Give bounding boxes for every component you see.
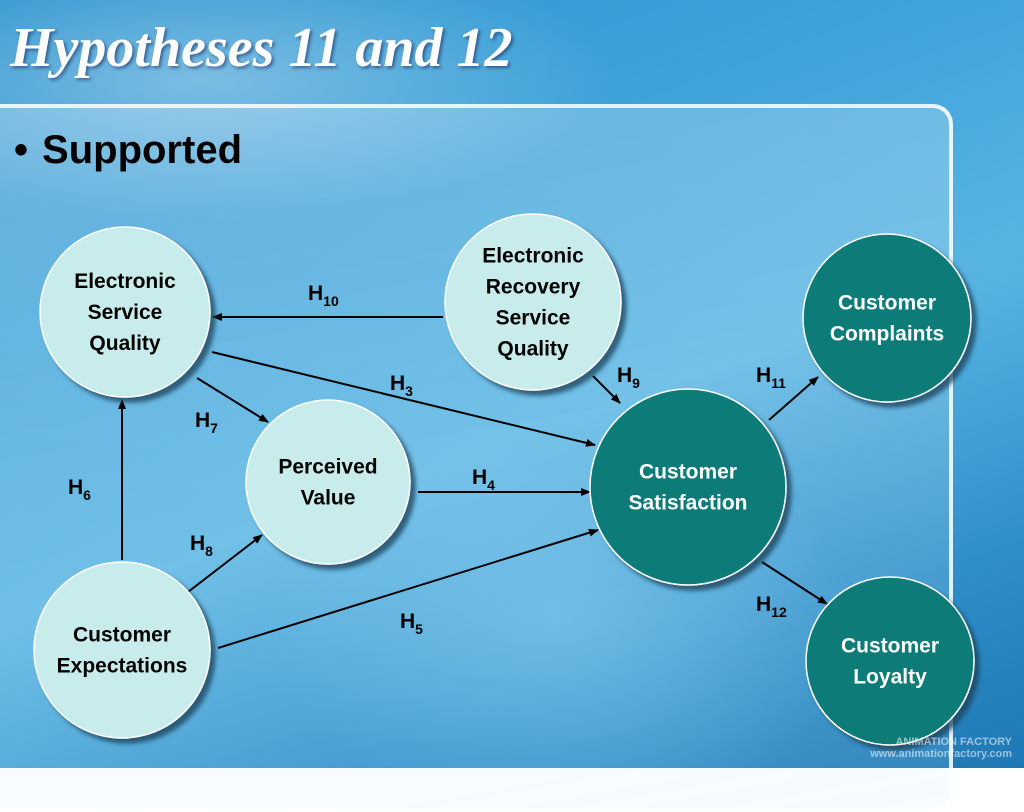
edges-layer — [118, 313, 828, 649]
hypothesis-number: 9 — [632, 375, 640, 391]
node-circle — [802, 233, 972, 403]
node-label-line: Customer — [639, 461, 737, 484]
hypothesis-letter: H — [190, 532, 205, 555]
hypothesis-label-h4: H4 — [472, 466, 495, 493]
hypothesis-number: 8 — [205, 543, 213, 559]
node-label-line: Customer — [73, 624, 171, 647]
hypothesis-letter: H — [195, 409, 210, 432]
node-label-line: Electronic — [482, 245, 584, 268]
hypothesis-number: 10 — [323, 293, 339, 309]
slide-title: Hypotheses 11 and 12 — [10, 17, 513, 79]
node-circle — [444, 213, 622, 391]
hypothesis-number: 11 — [771, 375, 786, 391]
node-label-line: Service — [88, 301, 163, 324]
hypothesis-label-h10: H10 — [308, 282, 339, 309]
hypothesis-letter: H — [400, 610, 415, 633]
hypothesis-number: 7 — [210, 420, 218, 436]
hypothesis-label-h3: H3 — [390, 372, 413, 399]
node-circle — [805, 576, 975, 746]
hypothesis-number: 12 — [771, 604, 787, 620]
node-label-line: Quality — [497, 338, 569, 361]
watermark: ANIMATION FACTORY www.animationfactory.c… — [870, 736, 1012, 760]
hypothesis-label-h11: H11 — [756, 364, 786, 391]
node-circle — [589, 388, 787, 586]
node-label-line: Value — [301, 487, 356, 510]
bullet-text: Supported — [42, 128, 242, 172]
hypothesis-letter: H — [390, 372, 405, 395]
node-label-line: Quality — [89, 332, 161, 355]
watermark-url: www.animationfactory.com — [870, 748, 1012, 760]
hypothesis-letter: H — [472, 466, 487, 489]
arrow-h7 — [196, 377, 269, 423]
hypothesis-label-h8: H8 — [190, 532, 213, 559]
hypothesis-letter: H — [308, 282, 323, 305]
arrow-h9 — [592, 375, 621, 404]
node-label-line: Customer — [838, 292, 936, 315]
arrow-h8 — [187, 534, 263, 593]
hypothesis-label-h7: H7 — [195, 409, 218, 436]
node-label-line: Recovery — [486, 276, 581, 299]
node-circle — [245, 399, 411, 565]
hypothesis-number: 6 — [83, 487, 91, 503]
arrow-h12 — [761, 561, 828, 605]
bullet-dot-icon: • — [14, 128, 29, 172]
hypothesis-letter: H — [756, 364, 771, 387]
watermark-brand: ANIMATION FACTORY — [895, 736, 1012, 748]
node-circle — [39, 226, 211, 398]
arrow-h3 — [211, 351, 596, 447]
node-label-line: Satisfaction — [628, 492, 747, 515]
hypothesis-letter: H — [617, 364, 632, 387]
node-label-line: Customer — [841, 635, 939, 658]
node-label-line: Perceived — [278, 456, 377, 479]
node-label-line: Service — [496, 307, 571, 330]
bullet-item: • Supported — [14, 128, 242, 173]
node-label-line: Electronic — [74, 270, 176, 293]
hypothesis-letter: H — [68, 476, 83, 499]
hypothesis-number: 4 — [487, 477, 495, 493]
hypothesis-number: 3 — [405, 383, 413, 399]
hypothesis-label-h12: H12 — [756, 593, 787, 620]
hypothesis-label-h9: H9 — [617, 364, 640, 391]
nodes-layer: ElectronicServiceQualityElectronicRecove… — [33, 213, 975, 746]
hypothesis-label-h5: H5 — [400, 610, 423, 637]
node-label-line: Loyalty — [853, 666, 927, 689]
hypothesis-diagram: ElectronicServiceQualityElectronicRecove… — [33, 213, 975, 746]
hypothesis-letter: H — [756, 593, 771, 616]
node-label-line: Expectations — [57, 655, 188, 678]
hypothesis-label-h6: H6 — [68, 476, 91, 503]
node-label-line: Complaints — [830, 323, 944, 346]
hypothesis-number: 5 — [415, 621, 423, 637]
node-circle — [33, 561, 211, 739]
arrow-h11 — [768, 376, 819, 421]
arrow-h5 — [217, 528, 599, 649]
